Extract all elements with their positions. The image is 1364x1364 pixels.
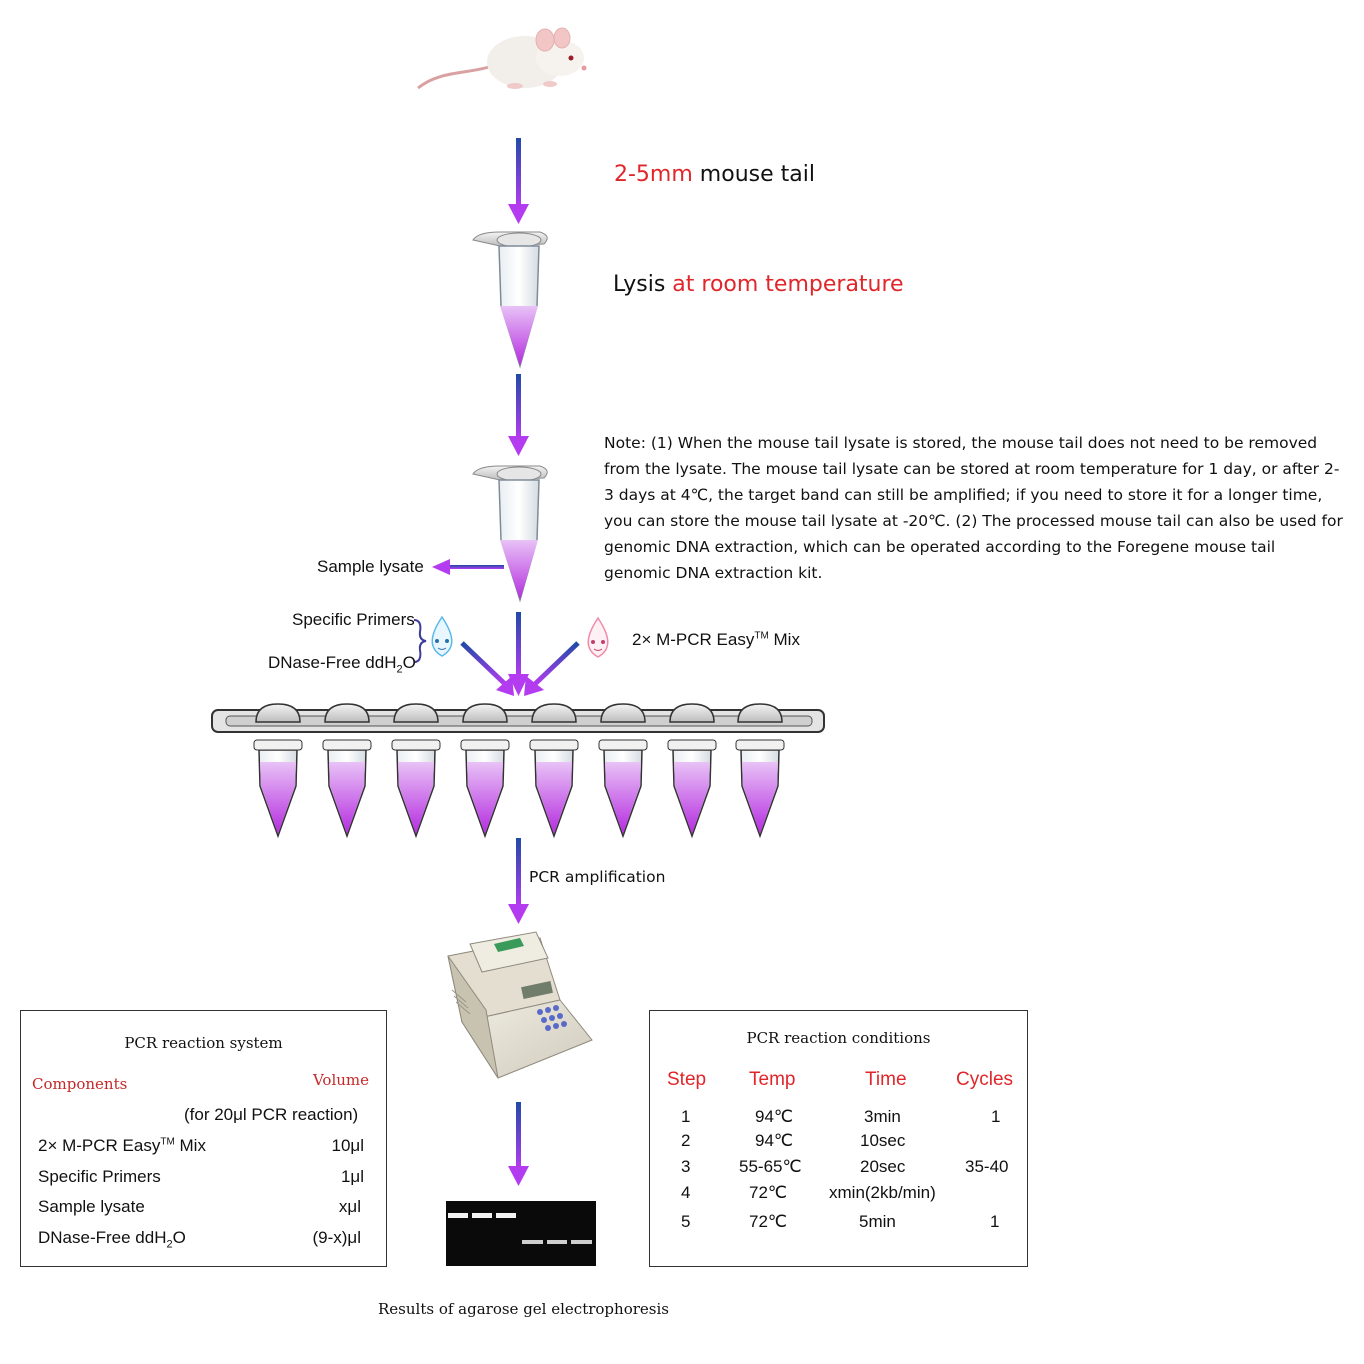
step-cell: 3 <box>681 1157 691 1176</box>
lysis-condition: at room temperature <box>672 272 904 297</box>
brace-icon <box>413 619 427 663</box>
strip-tube-icon <box>253 703 303 839</box>
microtube-icon <box>472 465 548 603</box>
components-header: Components <box>32 1075 128 1093</box>
gel-image <box>446 1201 596 1266</box>
component-volume: 1μl <box>340 1167 364 1186</box>
time-cell: 10sec <box>860 1131 906 1150</box>
storage-note: Note: (1) When the mouse tail lysate is … <box>604 434 1343 582</box>
reaction-subheader: (for 20μl PCR reaction) <box>184 1105 359 1124</box>
temp-cell: 94℃ <box>755 1131 794 1150</box>
strip-tube-icon <box>667 703 717 839</box>
tail-text: mouse tail <box>699 162 815 187</box>
lysis-word: Lysis <box>613 272 666 297</box>
cycles-cell: 1 <box>990 1212 1000 1231</box>
mix-label: 2× M-PCR EasyTM Mix <box>632 630 800 649</box>
component-volume: (9-x)μl <box>312 1228 361 1247</box>
component-name: Specific Primers <box>38 1167 161 1186</box>
time-header: Time <box>865 1069 907 1090</box>
tail-step-label: 2-5mm mouse tail <box>614 162 815 187</box>
specific-primers-label: Specific Primers <box>292 610 415 629</box>
lysis-step-label: Lysis at room temperature <box>613 272 904 297</box>
step-header: Step <box>667 1069 707 1090</box>
mix-droplet-icon <box>587 616 609 658</box>
cycles-header: Cycles <box>956 1069 1014 1090</box>
strip-tube-icon <box>598 703 648 839</box>
microtube-icon <box>472 231 548 369</box>
time-cell: xmin(2kb/min) <box>829 1183 936 1202</box>
arrow-down-icon <box>508 138 529 224</box>
sample-lysate-label: Sample lysate <box>317 557 424 576</box>
component-name: Sample lysate <box>38 1197 145 1216</box>
cycles-cell: 35-40 <box>965 1157 1009 1176</box>
strip-tube-icon <box>460 703 510 839</box>
thermal-cycler-icon <box>447 931 593 1079</box>
arrow-down-icon <box>508 1102 529 1186</box>
strip-tube-icon <box>735 703 785 839</box>
step-cell: 1 <box>681 1107 691 1126</box>
strip-tube-icon <box>322 703 372 839</box>
pcr-strip-icon <box>211 703 825 839</box>
step-cell: 5 <box>681 1212 691 1231</box>
strip-tube-icon <box>529 703 579 839</box>
step-cell: 2 <box>681 1131 691 1150</box>
strip-tube-icon <box>391 703 441 839</box>
reaction-system-panel: PCR reaction system Components Volume (f… <box>20 1010 387 1267</box>
component-volume: xμl <box>338 1197 361 1216</box>
time-cell: 20sec <box>860 1157 906 1176</box>
cycles-cell: 1 <box>991 1107 1001 1126</box>
temp-cell: 72℃ <box>749 1212 788 1231</box>
component-name: DNase-Free ddH2O <box>38 1228 186 1251</box>
temp-header: Temp <box>749 1069 796 1090</box>
time-cell: 5min <box>859 1212 896 1231</box>
temp-cell: 72℃ <box>749 1183 788 1202</box>
time-cell: 3min <box>864 1107 901 1126</box>
primer-droplet-icon <box>431 615 453 657</box>
component-name: 2× M-PCR EasyTM Mix <box>38 1136 206 1155</box>
tail-size: 2-5mm <box>614 162 693 187</box>
arrow-down-icon <box>508 838 529 924</box>
reaction-system-title: PCR reaction system <box>124 1034 283 1052</box>
temp-cell: 94℃ <box>755 1107 794 1126</box>
component-volume: 10μl <box>331 1136 364 1155</box>
gel-caption: Results of agarose gel electrophoresis <box>378 1300 669 1318</box>
mouse-icon <box>417 27 587 90</box>
arrow-left-icon <box>432 559 504 575</box>
reaction-conditions-panel: PCR reaction conditions Step Temp Time C… <box>649 1010 1028 1267</box>
ddh2o-label: DNase-Free ddH2O <box>268 653 416 676</box>
volume-header: Volume <box>312 1071 369 1089</box>
converging-arrows-icon <box>460 612 580 696</box>
temp-cell: 55-65℃ <box>739 1157 802 1176</box>
reaction-conditions-title: PCR reaction conditions <box>746 1029 931 1047</box>
pcr-amplification-label: PCR amplification <box>529 868 666 886</box>
step-cell: 4 <box>681 1183 691 1202</box>
arrow-down-icon <box>508 374 529 456</box>
